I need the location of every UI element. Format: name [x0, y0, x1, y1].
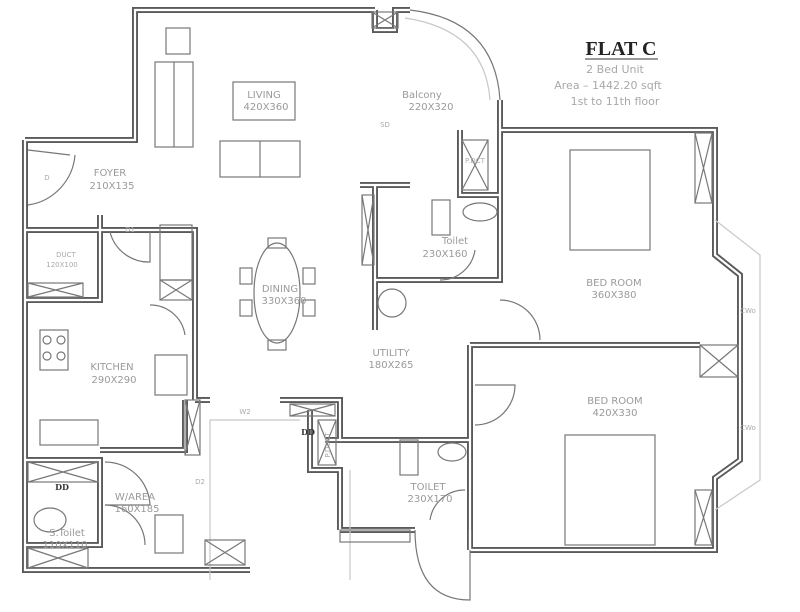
bed-1 — [569, 149, 651, 251]
room-toilet-upper-size: 230X160 — [422, 249, 467, 260]
room-toilet-lower-name: TOILET — [410, 482, 447, 493]
wc-servant — [33, 507, 67, 533]
tag-d2: D2 — [195, 478, 205, 486]
room-living-name: LIVING — [247, 90, 281, 101]
room-work-area-size: 160X185 — [114, 504, 159, 515]
room-utility-size: 180X265 — [368, 360, 413, 371]
wc-upper — [431, 199, 451, 236]
tag-w2: W2 — [239, 408, 250, 416]
bed-2 — [564, 434, 656, 546]
unit-type: 2 Bed Unit — [586, 63, 644, 76]
tag-cw-upper: CWo — [740, 307, 756, 315]
room-kitchen-name: KITCHEN — [90, 362, 133, 373]
room-toilet-lower-size: 230X170 — [407, 494, 452, 505]
fridge — [154, 354, 188, 396]
tag-p-duct: P.DUCT — [324, 432, 332, 458]
room-duct-size: 120X100 — [46, 261, 78, 269]
room-bedroom-2-size: 420X330 — [592, 408, 637, 419]
balcony-curve-wall — [409, 9, 501, 101]
doors — [27, 149, 541, 546]
room-balcony-name: Balcony — [402, 90, 442, 101]
room-servant-toilet-size: 110X110 — [42, 540, 87, 551]
wc-lower — [399, 439, 419, 476]
stove — [39, 329, 69, 371]
room-utility-name: UTILITY — [372, 348, 410, 359]
basin-upper — [462, 202, 498, 222]
tag-cw-lower: CWo — [740, 424, 756, 432]
lower-curve-wall — [414, 529, 471, 601]
room-foyer-size: 210X135 — [89, 181, 134, 192]
room-bedroom-1-name: BED ROOM — [586, 278, 641, 289]
unit-floors: 1st to 11th floor — [571, 95, 660, 108]
tag-sd: SD — [380, 121, 390, 129]
bay-window-outline — [714, 219, 761, 511]
room-work-area-name: W/AREA — [115, 492, 155, 503]
tv-unit — [165, 27, 191, 55]
sink — [39, 419, 99, 446]
room-kitchen-size: 290X290 — [91, 375, 136, 386]
tag-dd-servant: DD — [55, 482, 69, 492]
unit-area: Area – 1442.20 sqft — [554, 79, 662, 92]
room-labels: LIVING 420X360 Balcony 220X320 FOYER 210… — [42, 90, 642, 551]
windows — [27, 11, 739, 569]
dining-table — [253, 242, 301, 344]
room-duct-name: DUCT — [56, 251, 76, 259]
living-label-box — [232, 81, 296, 121]
tags: DD DD P.DUCT P.DCT D D1 D2 SD CWo CWo W2 — [44, 121, 756, 492]
room-living-size: 420X360 — [243, 102, 288, 113]
counter — [159, 224, 193, 281]
washing-machine — [154, 514, 184, 554]
room-dining-size: 330X360 — [261, 296, 306, 307]
room-dining-name: DINING — [262, 284, 298, 295]
room-foyer-name: FOYER — [94, 168, 127, 179]
furniture — [33, 27, 656, 554]
balcony-railing — [404, 17, 491, 101]
tag-d1: D1 — [125, 226, 135, 234]
tag-dd-utility: DD — [301, 427, 315, 437]
room-servant-toilet-name: S.Toilet — [49, 528, 85, 539]
tag-p-duct-upper: P.DCT — [465, 157, 486, 165]
ledge-lines — [209, 419, 351, 580]
room-balcony-size: 220X320 — [408, 102, 453, 113]
basin-lower — [437, 442, 467, 462]
shower — [377, 288, 407, 318]
flat-title: FLAT C — [586, 38, 657, 60]
room-toilet-upper-name: Toilet — [441, 236, 468, 247]
room-bedroom-2-name: BED ROOM — [587, 396, 642, 407]
tag-door-main: D — [44, 174, 49, 182]
room-bedroom-1-size: 360X380 — [591, 290, 636, 301]
